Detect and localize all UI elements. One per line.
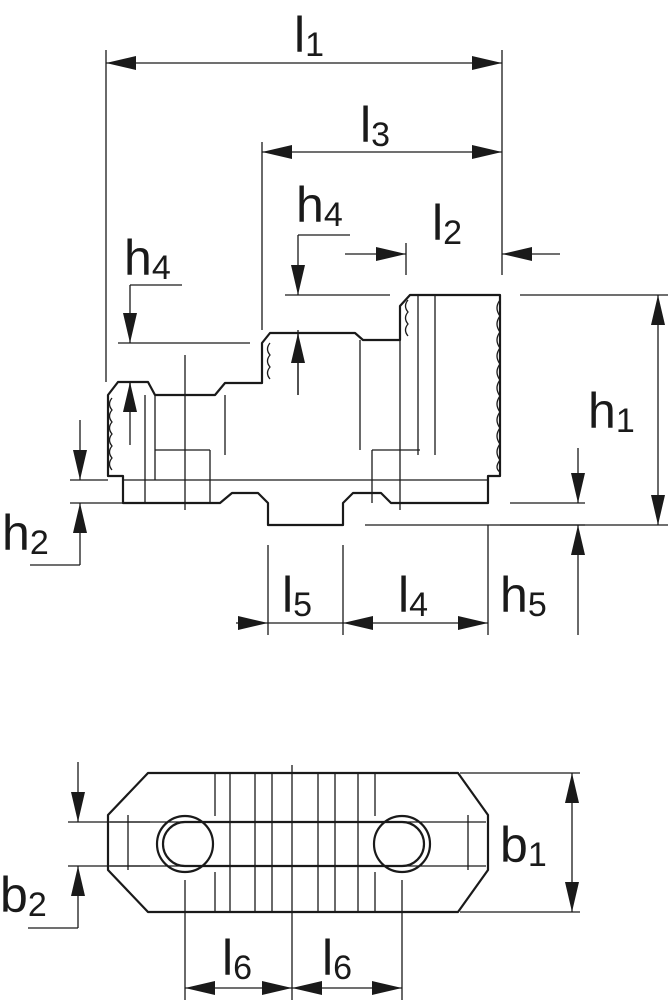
- label-h2: h2: [2, 505, 49, 562]
- serration-upper: [404, 299, 409, 337]
- label-l6-left: l6: [222, 930, 252, 987]
- top-view: [106, 765, 490, 920]
- dim-h4-left: h4: [118, 230, 250, 445]
- serration-right: [496, 299, 501, 473]
- label-b1: b1: [500, 817, 547, 874]
- dim-l1: l1: [105, 7, 503, 382]
- dim-h1: h1: [500, 294, 668, 526]
- top-view-slot: [161, 820, 426, 868]
- dim-b1: b1: [460, 772, 580, 913]
- top-view-hole-right: [372, 814, 432, 874]
- label-l3: l3: [360, 97, 390, 154]
- dim-l5-l4: l5 l4: [236, 525, 489, 635]
- dim-h5: h5: [365, 448, 585, 635]
- dim-l3: l3: [261, 97, 502, 330]
- dim-h4-middle: h4: [285, 177, 390, 395]
- serration-middle: [266, 342, 271, 380]
- dim-l2: l2: [345, 195, 560, 275]
- label-h1: h1: [588, 383, 635, 440]
- dim-b2: b2: [0, 762, 150, 929]
- label-h4-left: h4: [124, 230, 171, 287]
- label-l4: l4: [398, 567, 428, 624]
- side-view-inner-lines: [123, 295, 488, 510]
- serration-left: [108, 397, 113, 471]
- top-view-outline: [106, 771, 490, 914]
- top-view-hole-left: [155, 814, 215, 874]
- dim-h2: h2: [2, 420, 123, 566]
- label-h4-middle: h4: [296, 177, 343, 234]
- label-b2: b2: [0, 867, 47, 924]
- label-l6-right: l6: [322, 930, 352, 987]
- label-h5: h5: [500, 567, 547, 624]
- side-view-outline: [106, 293, 502, 527]
- side-view: [106, 293, 502, 527]
- label-l2: l2: [432, 195, 462, 252]
- label-l1: l1: [294, 7, 324, 64]
- dim-l6: l6 l6: [184, 880, 403, 1000]
- top-view-inner-lines: [110, 765, 486, 920]
- label-l5: l5: [282, 567, 312, 624]
